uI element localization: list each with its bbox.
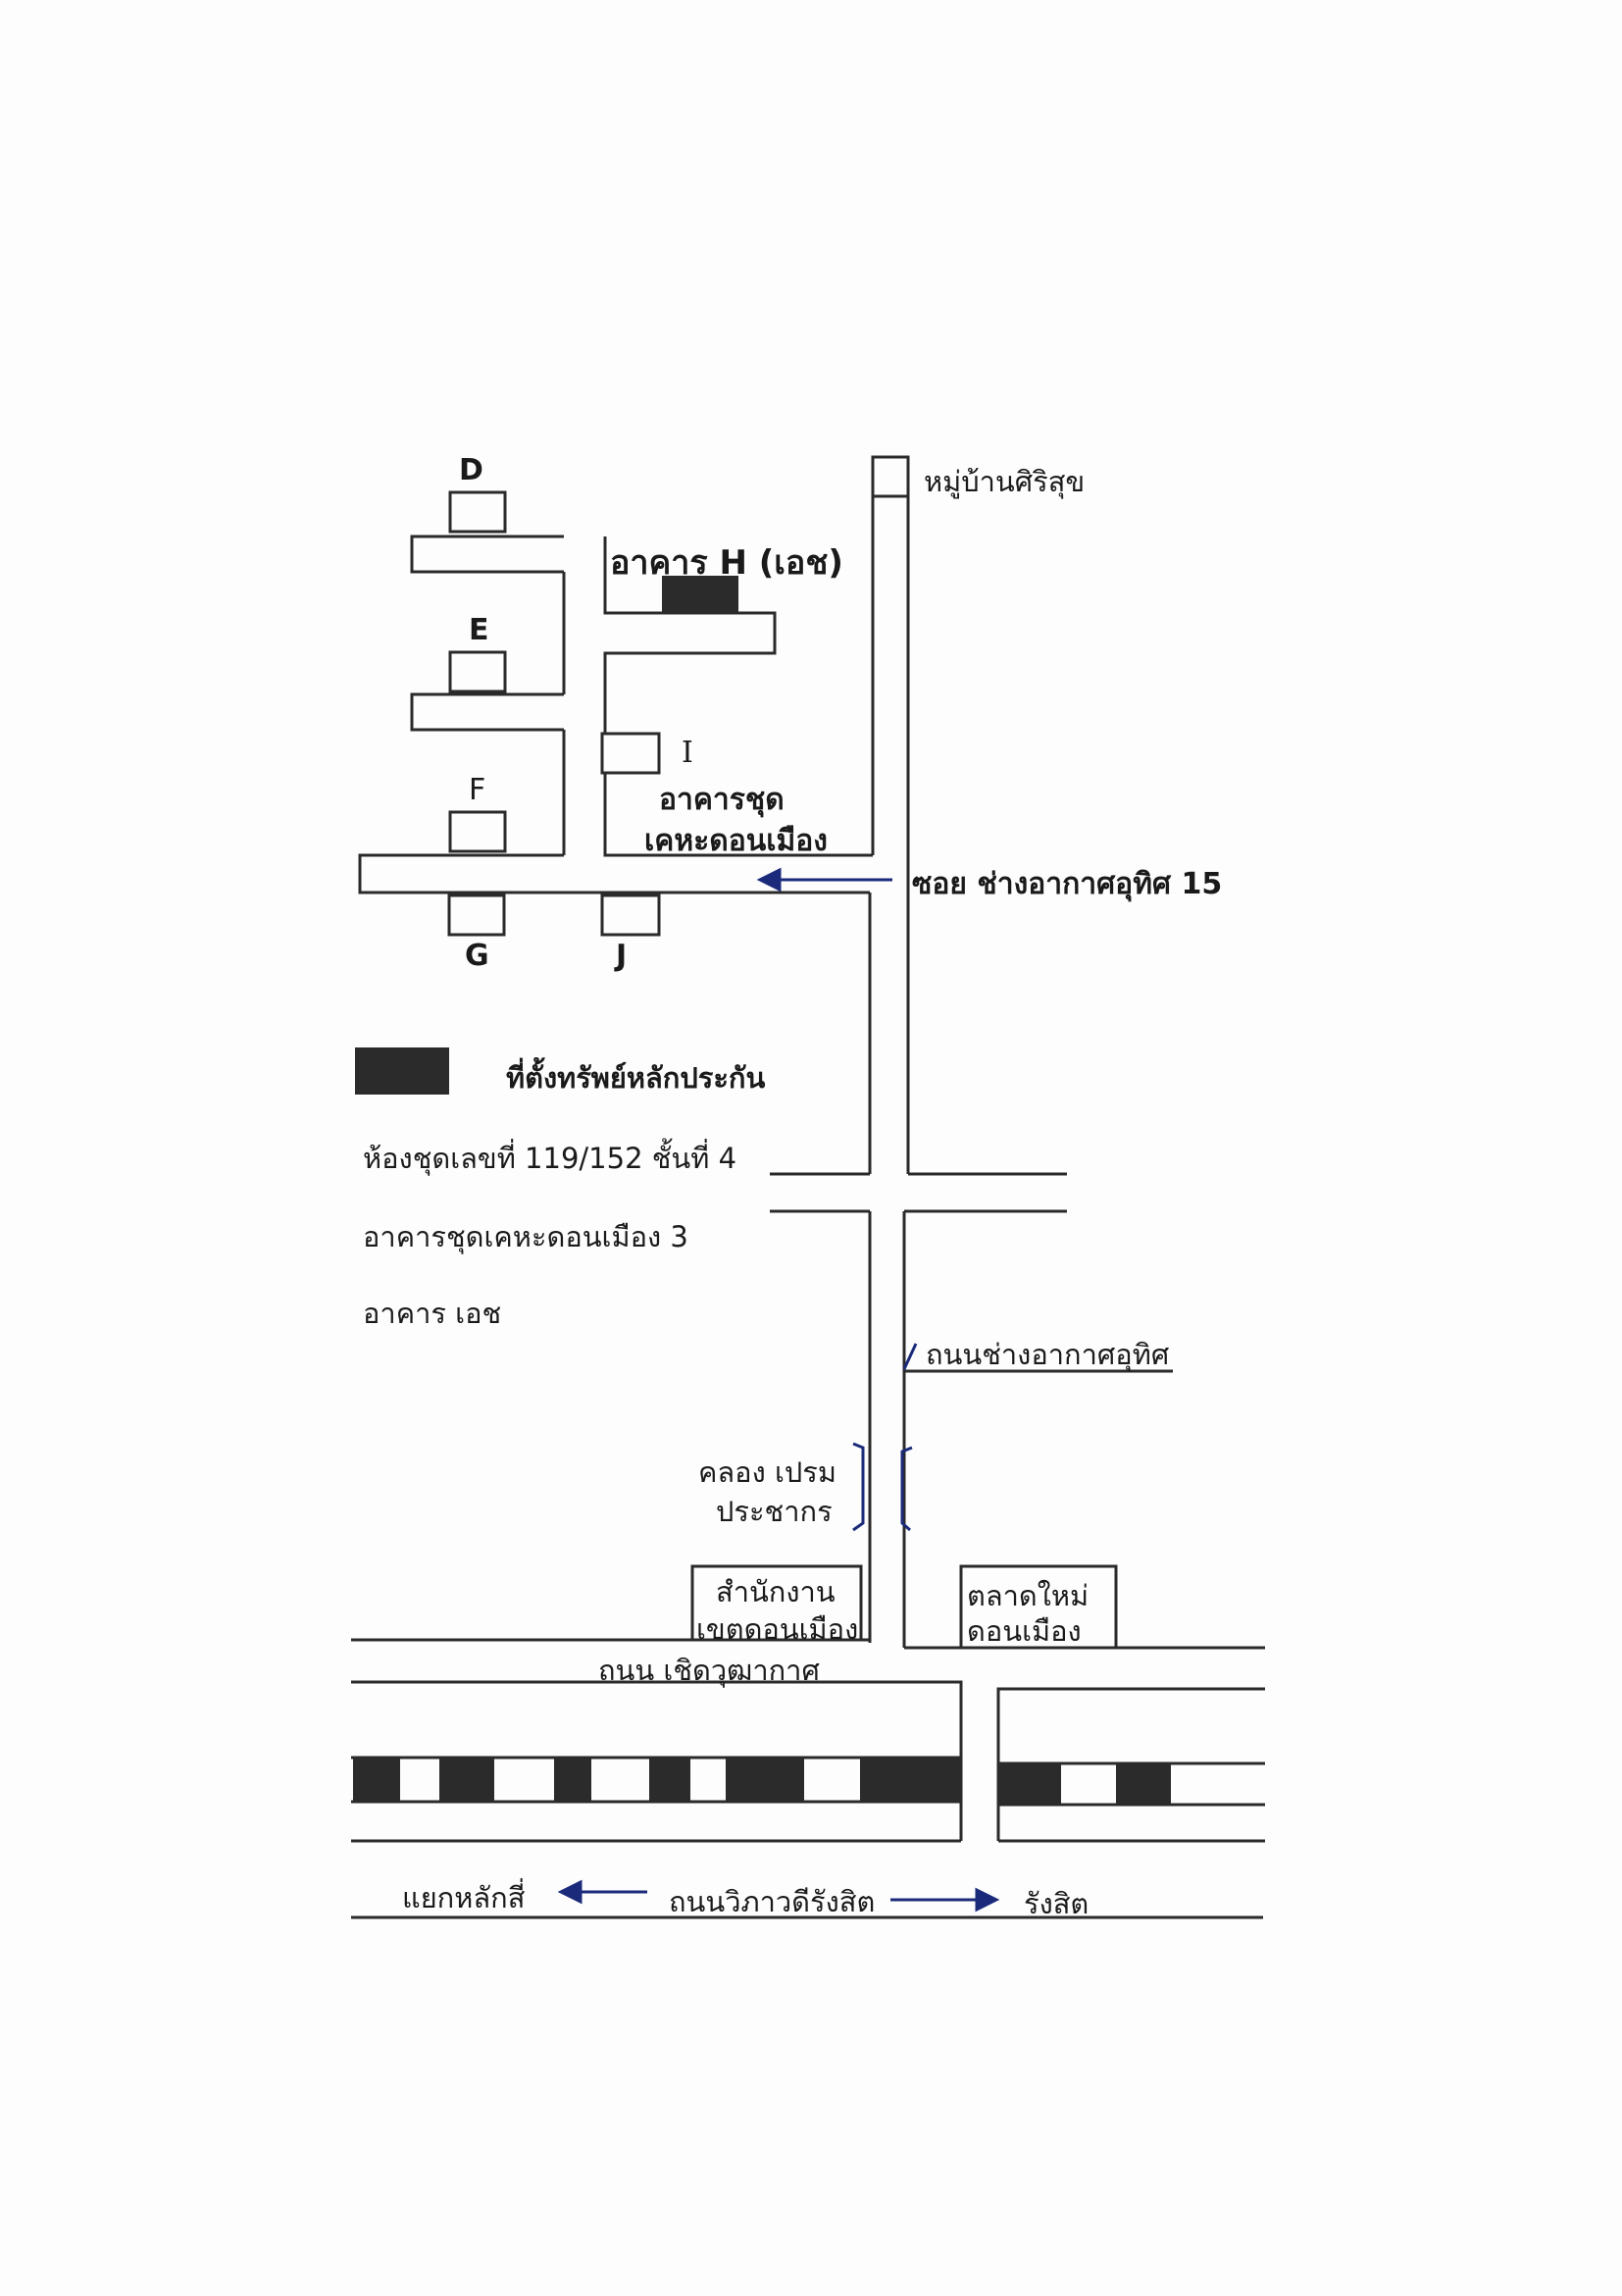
rail-block [998, 1763, 1061, 1805]
building-g-box [447, 893, 506, 937]
rail-block [726, 1758, 804, 1802]
soi-label: ซอย ช่างอากาศอุทิศ 15 [912, 867, 1223, 901]
building-f-label: F [469, 773, 486, 807]
building-h-marker [662, 576, 738, 612]
building-i-label: I [682, 736, 693, 770]
rail-block [439, 1758, 494, 1802]
building-e-label: E [469, 613, 489, 647]
district-office-line2: เขตดอนเมือง [696, 1612, 859, 1646]
road-choetwutthakat-label: ถนน เชิดวุฒากาศ [598, 1654, 820, 1687]
building-h-title: อาคาร H (เอช) [610, 543, 843, 583]
road-top-right-frame [603, 536, 873, 857]
soi-arrow-head [756, 867, 782, 893]
rail-block [353, 1758, 400, 1802]
condo-name-line2: เคหะดอนเมือง [644, 824, 828, 858]
district-office-box [690, 1564, 863, 1642]
market-line2: ดอนเมือง [967, 1614, 1082, 1648]
rail-block [554, 1758, 591, 1802]
legend-project-line: อาคารชุดเคหะดอนเมือง 3 [363, 1220, 688, 1253]
building-d-label: D [459, 453, 483, 487]
vibhavadi-label: ถนนวิภาวดีรังสิต [669, 1885, 876, 1918]
rangsit-arrow-head [975, 1887, 1000, 1913]
rail-block [1116, 1763, 1171, 1805]
canal-bridge-right [900, 1446, 913, 1532]
rail-block [860, 1758, 961, 1802]
legend-unit-line: ห้องชุดเลขที่ 119/152 ชั้นที่ 4 [363, 1142, 737, 1175]
lak-si-arrow-head [557, 1879, 583, 1905]
village-label: หมู่บ้านศิริสุข [924, 465, 1086, 498]
rail-block [649, 1758, 690, 1802]
legend-building-line: อาคาร เอช [363, 1297, 502, 1330]
canal-label-line2: ประชากร [716, 1495, 833, 1528]
legend-swatch [355, 1047, 449, 1095]
building-i-box [600, 732, 661, 775]
condo-name-line1: อาคารชุด [659, 783, 785, 817]
market-box [959, 1564, 1118, 1650]
building-g-label: G [465, 939, 489, 973]
village-box [871, 455, 910, 498]
road-branch-e [410, 692, 564, 732]
soi-road-top-edge [358, 853, 870, 894]
district-office-line1: สำนักงาน [716, 1575, 836, 1608]
building-j-box [600, 893, 661, 937]
building-e-box [448, 650, 507, 693]
road-branch-d [410, 535, 564, 574]
road-changakas-label: ถนนช่างอากาศอุทิศ [926, 1338, 1170, 1371]
road-changakas-pointer [902, 1343, 918, 1370]
building-f-box [448, 810, 507, 853]
rangsit-label: รังสิต [1024, 1887, 1090, 1920]
legend-collateral-label: ที่ตั้งทรัพย์หลักประกัน [506, 1061, 766, 1095]
canal-label-line1: คลอง เปรม [698, 1455, 836, 1489]
market-line1: ตลาดใหม่ [967, 1579, 1090, 1612]
building-j-label: J [616, 939, 628, 973]
canal-bridge-left [852, 1442, 865, 1532]
lak-si-label: แยกหลักสี่ [402, 1881, 526, 1914]
building-d-box [448, 490, 507, 534]
